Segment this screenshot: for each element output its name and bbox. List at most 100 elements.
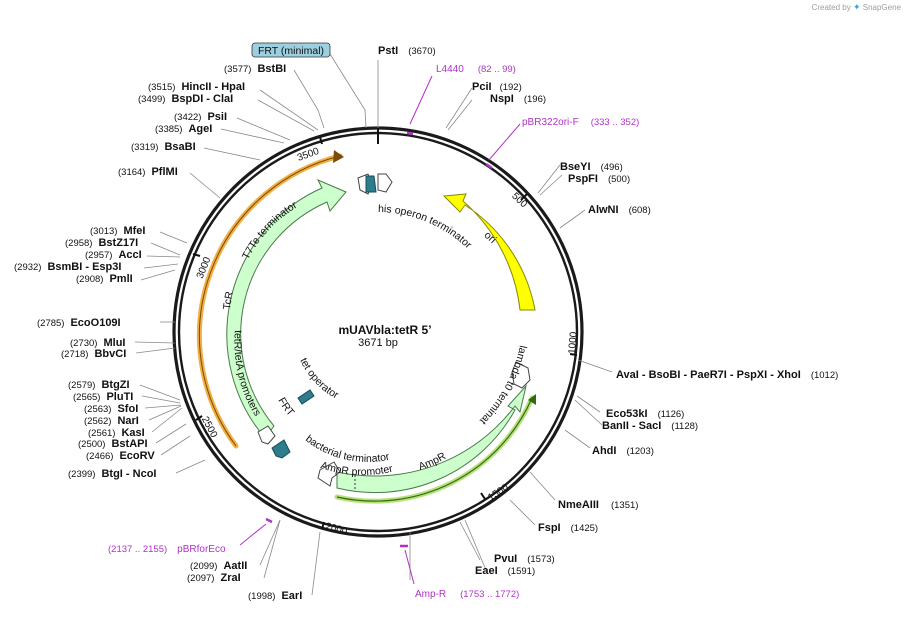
enzyme-nmeaiii[interactable]: NmeAIII — [558, 499, 599, 511]
enzyme-banii-saci[interactable]: BanII - SacI — [602, 420, 661, 432]
frt-arrow[interactable] — [271, 439, 291, 459]
enzyme-kasi[interactable]: KasI — [121, 427, 144, 439]
svg-text:(1998)EarI: (1998)EarI — [248, 590, 302, 602]
frt-minimal-label[interactable]: FRT (minimal) — [251, 42, 331, 58]
svg-text:(2932)BsmBI - Esp3I: (2932)BsmBI - Esp3I — [14, 261, 121, 273]
primer-markers — [239, 75, 521, 585]
enzyme-ecorv[interactable]: EcoRV — [119, 450, 155, 462]
enzyme-bstbi[interactable]: BstBI — [257, 63, 286, 75]
svg-text:PstI(3670): PstI(3670) — [378, 45, 436, 57]
primer-pbr322ori-f[interactable]: pBR322ori-F — [522, 117, 579, 128]
enzyme-acci[interactable]: AccI — [118, 249, 141, 261]
primer-pbrforeco[interactable]: pBRforEco — [177, 544, 226, 555]
enzyme-ecoo109i[interactable]: EcoO109I — [70, 317, 120, 329]
enzyme-labels-right: PciI(192) NspI(196) BseYI(496) PspFI(500… — [472, 81, 838, 577]
svg-text:L4440(82 .. 99): L4440(82 .. 99) — [436, 64, 516, 75]
svg-text:(3515)HincII - HpaI: (3515)HincII - HpaI — [148, 81, 245, 93]
tetr-teta-promoter-arrow[interactable] — [257, 425, 276, 445]
enzyme-mfei[interactable]: MfeI — [123, 225, 145, 237]
svg-text:(2718)BbvCI: (2718)BbvCI — [61, 348, 126, 360]
svg-text:(3385)AgeI: (3385)AgeI — [155, 123, 212, 135]
primer-l4440[interactable]: L4440 — [436, 64, 464, 75]
tet-operator-block[interactable] — [297, 389, 315, 405]
ampr-promoter-arrow[interactable] — [317, 461, 341, 487]
enzyme-aatii[interactable]: AatII — [223, 560, 247, 572]
svg-text:(3013)MfeI: (3013)MfeI — [90, 225, 145, 237]
svg-text:TcR: TcR — [221, 290, 236, 310]
enzyme-pmli[interactable]: PmlI — [109, 273, 132, 285]
enzyme-alwni[interactable]: AlwNI — [588, 204, 619, 216]
his-operon-terminator-arrow[interactable] — [377, 173, 393, 193]
feature-label-bacterial-terminator: bacterial terminator — [303, 433, 391, 465]
enzyme-pluti[interactable]: PluTI — [106, 391, 133, 403]
enzyme-mlui[interactable]: MluI — [103, 337, 125, 349]
svg-text:AhdI(1203): AhdI(1203) — [592, 445, 654, 457]
svg-text:(2099)AatII: (2099)AatII — [190, 560, 247, 572]
enzyme-sfoi[interactable]: SfoI — [117, 403, 138, 415]
svg-text:(2561)KasI: (2561)KasI — [88, 427, 145, 439]
enzyme-bstapi[interactable]: BstAPI — [111, 438, 147, 450]
feature-label-tetr-teta: tetR/tetA promoters — [231, 330, 263, 418]
svg-text:FRT: FRT — [275, 395, 297, 418]
enzyme-zrai[interactable]: ZraI — [220, 572, 240, 584]
svg-text:AvaI - BsoBI - PaeR7I - PspXI: AvaI - BsoBI - PaeR7I - PspXI - XhoI(101… — [616, 369, 838, 381]
enzyme-eari[interactable]: EarI — [281, 590, 302, 602]
enzyme-btgi-ncoi[interactable]: BtgI - NcoI — [101, 468, 156, 480]
enzyme-psii[interactable]: PsiI — [207, 111, 227, 123]
svg-text:(2137 .. 2155)pBRforEco: (2137 .. 2155)pBRforEco — [108, 544, 226, 555]
map-title: mUAVbla:tetR 5’ — [338, 323, 431, 337]
svg-text:(3577)BstBI: (3577)BstBI — [224, 63, 286, 75]
svg-text:Amp-R(1753 .. 1772): Amp-R(1753 .. 1772) — [415, 589, 519, 600]
enzyme-nspi[interactable]: NspI — [490, 93, 514, 105]
enzyme-eaei[interactable]: EaeI — [475, 565, 498, 577]
enzyme-bseyi[interactable]: BseYI — [560, 161, 591, 173]
enzyme-hincii-hpai[interactable]: HincII - HpaI — [181, 81, 245, 93]
svg-text:EaeI(1591): EaeI(1591) — [475, 565, 535, 577]
enzyme-bsabi[interactable]: BsaBI — [164, 141, 195, 153]
primer-amp-r[interactable]: Amp-R — [415, 589, 446, 600]
enzyme-pvui[interactable]: PvuI — [494, 553, 517, 565]
enzyme-fspi[interactable]: FspI — [538, 522, 561, 534]
enzyme-pstI[interactable]: PstI — [378, 45, 398, 57]
svg-text:(2908)PmlI: (2908)PmlI — [76, 273, 133, 285]
svg-text:(3319)BsaBI: (3319)BsaBI — [131, 141, 196, 153]
enzyme-bsmbi-esp3i[interactable]: BsmBI - Esp3I — [47, 261, 121, 273]
enzyme-avai-group[interactable]: AvaI - BsoBI - PaeR7I - PspXI - XhoI — [616, 369, 801, 381]
branding-name: SnapGene — [862, 3, 901, 12]
enzyme-bstz17i[interactable]: BstZ17I — [98, 237, 138, 249]
feature-label-frt: FRT — [275, 395, 297, 418]
svg-text:PspFI(500): PspFI(500) — [568, 173, 630, 185]
svg-text:(3422)PsiI: (3422)PsiI — [174, 111, 227, 123]
ampr-arrow[interactable] — [336, 384, 527, 494]
enzyme-agei[interactable]: AgeI — [188, 123, 212, 135]
enzyme-nari[interactable]: NarI — [117, 415, 138, 427]
svg-text:(2562)NarI: (2562)NarI — [84, 415, 139, 427]
enzyme-bbvci[interactable]: BbvCI — [94, 348, 126, 360]
svg-text:(2958)BstZ17I: (2958)BstZ17I — [65, 237, 138, 249]
frt-minimal-block[interactable] — [365, 175, 377, 193]
enzyme-pflmi[interactable]: PflMI — [151, 166, 177, 178]
enzyme-pspfi[interactable]: PspFI — [568, 173, 598, 185]
svg-text:BanII - SacI(1128): BanII - SacI(1128) — [602, 420, 698, 432]
snapgene-branding: Created by ✦ SnapGene — [812, 2, 901, 13]
svg-text:(2785)EcoO109I: (2785)EcoO109I — [37, 317, 121, 329]
enzyme-bspdi-clai[interactable]: BspDI - ClaI — [171, 93, 233, 105]
enzyme-eco53ki[interactable]: Eco53kI — [606, 408, 648, 420]
svg-text:(2399)BtgI - NcoI: (2399)BtgI - NcoI — [68, 468, 156, 480]
enzyme-btgzi[interactable]: BtgZI — [101, 379, 129, 391]
svg-text:(2730)MluI: (2730)MluI — [70, 337, 125, 349]
lambda-t0-terminator-arrow[interactable] — [511, 361, 531, 389]
svg-text:BseYI(496): BseYI(496) — [560, 161, 623, 173]
tcr-arrow[interactable] — [226, 179, 347, 439]
enzyme-ahdi[interactable]: AhdI — [592, 445, 616, 457]
orange-arc-head — [333, 150, 344, 163]
svg-text:(2500)BstAPI: (2500)BstAPI — [78, 438, 148, 450]
ori-arrow[interactable] — [442, 193, 536, 311]
snapgene-logo-icon: ✦ — [852, 2, 861, 12]
tick-label-1500: 1500 — [486, 482, 511, 504]
map-length: 3671 bp — [358, 337, 398, 349]
svg-text:NmeAIII(1351): NmeAIII(1351) — [558, 499, 638, 511]
enzyme-pcii[interactable]: PciI — [472, 81, 492, 93]
